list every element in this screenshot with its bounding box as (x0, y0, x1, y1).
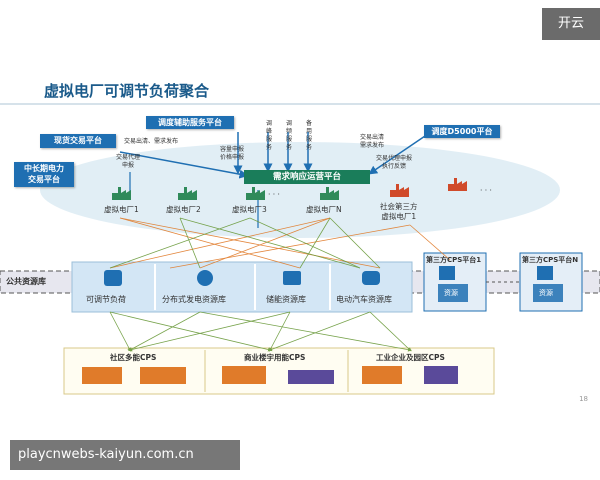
platform-ellipse (40, 142, 560, 238)
ev-label: 电动汽车资源库 (336, 295, 392, 304)
demand-response-platform: 需求响应运营平台 (244, 170, 370, 184)
plant-ellipsis: · · · (268, 190, 280, 199)
third-party-resource-1: 资源 (444, 289, 458, 297)
brand-badge: 开云 (542, 8, 600, 40)
peak-service: 调 峰 服 务 (265, 120, 272, 151)
page-number: 18 (579, 395, 588, 403)
footer-url[interactable]: playcnwebs-kaiyun.com.cn (10, 440, 240, 470)
agent-report-right: 交易代理申报 执行反馈 (376, 155, 413, 170)
dispatch-aux-platform: 调度辅助服务平台 (146, 116, 234, 129)
page-title: 虚拟电厂可调节负荷聚合 (44, 82, 210, 100)
commercial-cps-label: 商业楼宇用能CPS (244, 353, 306, 362)
resource-container (71, 261, 413, 313)
social-virtual-plant: 社会第三方 虚拟电厂1 (380, 202, 418, 221)
aggregation-diagram (0, 132, 600, 395)
clear-publish-right: 交易出清 需求发布 (360, 134, 385, 149)
storage-label: 储能资源库 (266, 295, 306, 304)
cps-container (63, 347, 495, 395)
spot-trading-platform: 现货交易平台 (40, 134, 116, 148)
clear-publish-left: 交易出清、需求发布 (124, 138, 179, 145)
public-resource-label: 公共资源库 (6, 277, 46, 286)
adjustable-load-label: 可调节负荷 (86, 295, 126, 304)
community-cps-label: 社区多能CPS (110, 353, 157, 362)
industrial-cps-label: 工业企业及园区CPS (376, 353, 445, 362)
plant-ellipsis-right: · · · (480, 186, 492, 195)
third-party-cps1-label: 第三方CPS平台1 (426, 256, 482, 264)
virtual-plant-3: 虚拟电厂3 (232, 205, 267, 214)
freq-service: 调 频 服 务 (285, 120, 292, 151)
virtual-plant-1: 虚拟电厂1 (104, 205, 139, 214)
agent-report-left: 交易代理 申报 (116, 154, 141, 169)
factory-icons (112, 187, 339, 200)
virtual-plant-n: 虚拟电厂N (306, 205, 342, 214)
distributed-gen-label: 分布式发电资源库 (162, 295, 226, 304)
virtual-plant-2: 虚拟电厂2 (166, 205, 201, 214)
third-party-resource-n: 资源 (539, 289, 553, 297)
mid-long-trading-platform: 中长期电力 交易平台 (14, 162, 74, 187)
title-divider (0, 103, 600, 105)
third-party-cpsn-label: 第三方CPS平台N (522, 256, 579, 264)
capacity-report: 容量申报 价格申报 (220, 146, 245, 161)
d5000-platform: 调度D5000平台 (424, 125, 500, 138)
reserve-service: 备 用 服 务 (305, 120, 312, 151)
